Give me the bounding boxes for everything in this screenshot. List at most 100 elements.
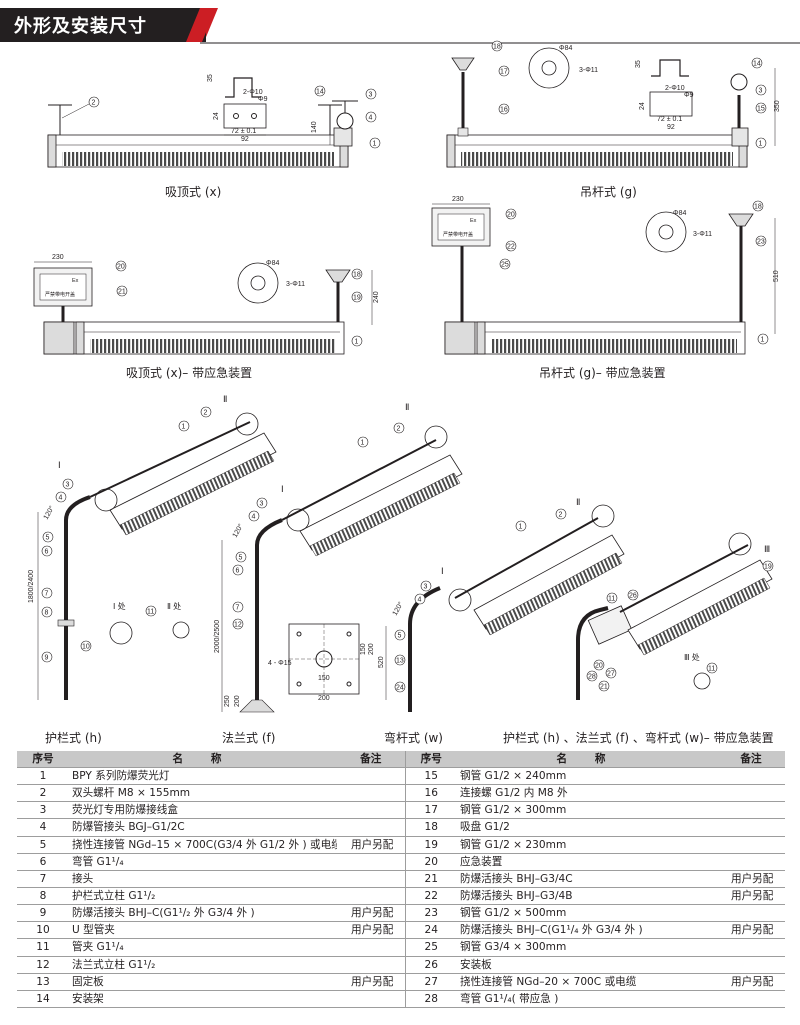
figure-flange-mount: 2000/2500 250 200 120° Ⅰ Ⅱ 1 2 3 4 5 6 7… [214, 402, 463, 713]
callout-4-w: 4 [418, 597, 422, 604]
cell-remark [337, 818, 405, 837]
cell-remark: 用户另配 [717, 973, 785, 991]
callout-22-g: 22 [507, 244, 515, 251]
cell-no: 2 [17, 784, 69, 803]
cell-name: 钢管 G1/2 × 300mm [457, 801, 717, 820]
callout-roman-3: Ⅲ [764, 544, 770, 554]
callout-7-f: 7 [236, 605, 240, 612]
cell-remark [717, 990, 785, 1009]
dim-72: 72 ± 0.1 [231, 128, 256, 135]
cell-no: 7 [17, 870, 69, 888]
callout-11-h: 11 [147, 609, 154, 616]
cell-remark [337, 990, 405, 1009]
callout-3-g: 3 [759, 88, 763, 95]
box-warning-g: 严禁带电开盖 [443, 231, 473, 238]
dim-72-g: 72 ± 0.1 [657, 116, 682, 123]
callout-11-detail: 11 [708, 666, 715, 673]
dim-3-phi11-x: 3-Φ11 [286, 281, 305, 288]
caption-emergency-variants: 护栏式 (h) 、法兰式 (f) 、弯杆式 (w)– 带应急装置 [503, 731, 774, 745]
col-remark-right: 备注 [717, 751, 785, 768]
dim-230-x: 230 [52, 254, 64, 261]
dim-phi84: Φ84 [559, 45, 572, 52]
cell-remark [337, 784, 405, 803]
cell-no: 21 [404, 870, 457, 888]
cell-remark [717, 904, 785, 923]
callout-24-w: 24 [396, 685, 404, 692]
cell-no: 15 [404, 767, 457, 786]
figure-ceiling-emergency: Ex 严禁带电开盖 230 Φ84 3-Φ11 240 20 21 18 19 … [33, 254, 380, 355]
dim-230-g: 230 [452, 196, 464, 203]
callout-14: 14 [316, 89, 324, 96]
callout-8-h: 8 [45, 610, 49, 617]
callout-18-g: 18 [493, 44, 501, 51]
callout-roman-2-w: Ⅱ [576, 497, 580, 507]
figure-guardrail-mount: 1800/2400 120° Ⅰ Ⅱ 1 2 3 4 5 6 7 8 9 10 … [28, 394, 277, 700]
callout-12-f: 12 [234, 622, 242, 629]
cell-name: 接头 [69, 870, 337, 888]
callout-6-h: 6 [45, 549, 49, 556]
cell-remark [717, 853, 785, 871]
cell-remark [717, 767, 785, 786]
box-warning: 严禁带电开盖 [45, 291, 75, 298]
cell-name: 挠性连接管 NGd–15 × 700C(G3/4 外 G1/2 外 ) 或电缆 [69, 836, 337, 854]
cell-no: 27 [404, 973, 457, 991]
dim-phi9: Φ9 [258, 96, 268, 103]
callout-28-e: 28 [588, 674, 596, 681]
cell-no: 23 [404, 904, 457, 923]
dim-510: 510 [773, 270, 780, 282]
page-title: 外形及安装尺寸 [14, 16, 147, 37]
callout-15-g: 15 [757, 106, 765, 113]
dim-200-v: 200 [368, 643, 375, 655]
dim-92: 92 [241, 136, 249, 143]
col-name-left: 名 称 [69, 751, 337, 768]
cell-no: 13 [17, 973, 69, 991]
callout-7-h: 7 [45, 591, 49, 598]
cell-remark [337, 887, 405, 906]
figure-bent-pole-mount: 520 120° Ⅰ Ⅱ 1 2 3 4 5 13 24 [378, 497, 625, 712]
dim-150-v: 150 [360, 643, 367, 655]
callout-25-g: 25 [501, 262, 509, 269]
dim-35: 35 [207, 74, 214, 82]
callout-23-g: 23 [757, 239, 765, 246]
callout-5-w: 5 [398, 633, 402, 640]
cell-remark [337, 801, 405, 820]
cell-name: 弯管 G1¹/₄( 带应急 ) [457, 990, 717, 1009]
cell-no: 6 [17, 853, 69, 871]
caption-pendant: 吊杆式 (g) [580, 185, 637, 199]
cell-remark [717, 938, 785, 957]
cell-name: 防爆活接头 BHJ–C(G1¹/₄ 外 G3/4 外 ) [457, 921, 717, 940]
cell-no: 5 [17, 836, 69, 854]
cell-name: 防爆管接头 BGJ–G1/2C [69, 818, 337, 837]
cell-name: 安装架 [69, 990, 337, 1009]
cell-name: U 型管夹 [69, 921, 337, 940]
cell-no: 25 [404, 938, 457, 957]
dim-3-phi11: 3-Φ11 [579, 67, 598, 74]
callout-roman-1-f: Ⅰ [281, 484, 284, 494]
dim-520: 520 [378, 656, 385, 668]
callout-13-w: 13 [396, 658, 404, 665]
cell-remark: 用户另配 [717, 870, 785, 888]
callout-14-g: 14 [753, 61, 761, 68]
callout-4-h: 4 [59, 495, 63, 502]
caption-ceiling-emergency: 吸顶式 (x)– 带应急装置 [126, 366, 253, 380]
dim-3-phi11-ge: 3-Φ11 [693, 231, 712, 238]
detail-label-2: Ⅱ 处 [167, 601, 181, 611]
caption-flange: 法兰式 (f) [222, 731, 276, 745]
cell-name: 连接螺 G1/2 内 M8 外 [457, 784, 717, 803]
callout-20-e: 20 [595, 663, 603, 670]
callout-20-g: 20 [507, 212, 515, 219]
cell-name: 吸盘 G1/2 [457, 818, 717, 837]
dim-1800-2400: 1800/2400 [28, 570, 35, 603]
dim-92-g: 92 [667, 124, 675, 131]
callout-1-x: 1 [355, 339, 359, 346]
cell-no: 4 [17, 818, 69, 837]
cell-name: 防爆活接头 BHJ–C(G1¹/₂ 外 G3/4 外 ) [69, 904, 337, 923]
callout-21-e: 21 [600, 684, 608, 691]
